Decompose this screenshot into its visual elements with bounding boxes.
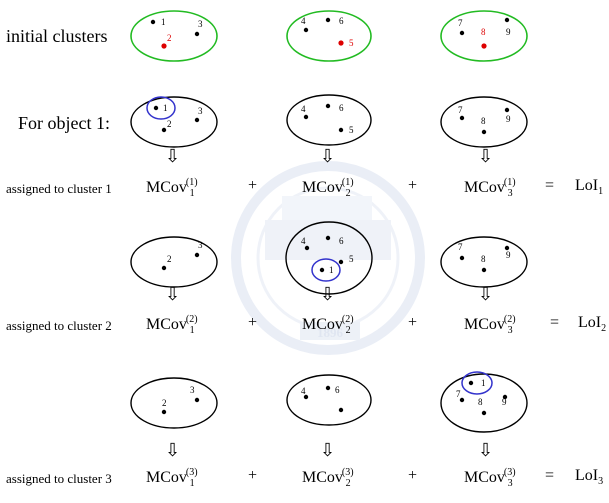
point-label-1: 1 [329,265,334,275]
highlight-object-1 [461,371,493,395]
down-arrow-icon: ⇩ [320,440,336,460]
point-label-2: 2 [162,398,167,408]
down-arrow-icon: ⇩ [165,440,181,460]
point-label-6: 6 [335,385,340,395]
initial-cluster-3: 7 8 9 [440,10,528,62]
highlight-object-1 [146,96,176,120]
point-label-8: 8 [478,397,483,407]
equals-sign: = [545,177,555,194]
cluster2-case-cluster-1: 3 2 [130,236,218,288]
down-arrow-icon: ⇩ [478,146,494,166]
point-label-9: 9 [506,27,511,37]
mcov-2-1: MCov(1)2 [302,177,354,199]
plus-sign: + [408,314,418,331]
mcov-3-3: MCov(3)3 [464,467,516,489]
down-arrow-icon: ⇩ [478,440,494,460]
point-label-6: 6 [339,236,344,246]
down-arrow-icon: ⇩ [165,284,181,304]
point-label-8: 8 [481,254,486,264]
point-label-4: 4 [301,386,306,396]
mcov-3-2: MCov(2)3 [464,314,516,336]
point-label-9: 9 [502,397,507,407]
plus-sign: + [408,177,418,194]
point-label-7: 7 [458,105,463,115]
point-label-1: 1 [161,17,166,27]
down-arrow-icon: ⇩ [320,284,336,304]
point-label-9: 9 [506,114,511,124]
point-label-3: 3 [198,106,203,116]
plus-sign: + [248,177,258,194]
cluster2-case-cluster-3: 7 8 9 [440,236,528,288]
point-label-2: 2 [167,254,172,264]
initial-clusters-label: initial clusters [6,26,108,46]
cluster2-case-cluster-2: 4 6 5 1 [285,221,373,295]
plus-sign: + [248,467,258,484]
mcov-3-1: MCov(1)3 [464,177,516,199]
point-label-4: 4 [301,236,306,246]
cluster3-case-cluster-2: 4 6 [286,374,372,426]
point-label-2: 2 [167,119,172,129]
point-label-8: 8 [481,116,486,126]
point-label-6: 6 [339,103,344,113]
point-label-3: 3 [190,385,195,395]
mcov-2-2: MCov(2)2 [302,314,354,336]
point-label-2: 2 [167,33,172,43]
point-label-6: 6 [339,16,344,26]
point-label-7: 7 [458,242,463,252]
point-label-5: 5 [349,125,354,135]
plus-sign: + [408,467,418,484]
point-label-9: 9 [506,250,511,260]
mcov-1-2: MCov(2)1 [146,314,198,336]
loi-1: LoI1 [575,177,604,197]
point-label-5: 5 [349,38,354,48]
object1-cluster-1: 1 3 2 [130,96,218,148]
equals-sign: = [545,467,555,484]
loi-2: LoI2 [578,314,607,334]
assigned-cluster-2-label: assigned to cluster 2 [6,318,112,333]
equals-sign: = [550,314,560,331]
initial-cluster-1: 1 3 2 [130,10,218,62]
point-label-4: 4 [301,16,306,26]
cluster3-case-cluster-3: 1 7 8 9 [440,371,528,433]
plus-sign: + [248,314,258,331]
cluster3-case-cluster-1: 3 2 [130,377,218,429]
point-label-8: 8 [481,27,486,37]
point-label-7: 7 [456,389,461,399]
highlight-object-1 [311,258,341,282]
object1-cluster-3: 7 8 9 [440,96,528,148]
point-label-3: 3 [198,19,203,29]
point-label-3: 3 [198,240,203,250]
mcov-1-1: MCov(1)1 [146,177,198,199]
for-object-label: For object 1: [18,113,110,133]
mcov-1-3: MCov(3)1 [146,467,198,489]
loi-3: LoI3 [575,467,604,487]
point-label-1: 1 [163,103,168,113]
mcov-2-3: MCov(3)2 [302,467,354,489]
point-label-5: 5 [349,254,354,264]
down-arrow-icon: ⇩ [320,146,336,166]
point-label-1: 1 [481,378,486,388]
down-arrow-icon: ⇩ [478,284,494,304]
assigned-cluster-3-label: assigned to cluster 3 [6,471,112,486]
object1-cluster-2: 4 6 5 [286,94,372,146]
initial-cluster-2: 4 6 5 [286,10,372,62]
down-arrow-icon: ⇩ [165,146,181,166]
assigned-cluster-1-label: assigned to cluster 1 [6,181,112,196]
point-label-7: 7 [458,18,463,28]
point-label-4: 4 [301,104,306,114]
watermark-year: 1896 [317,325,344,340]
